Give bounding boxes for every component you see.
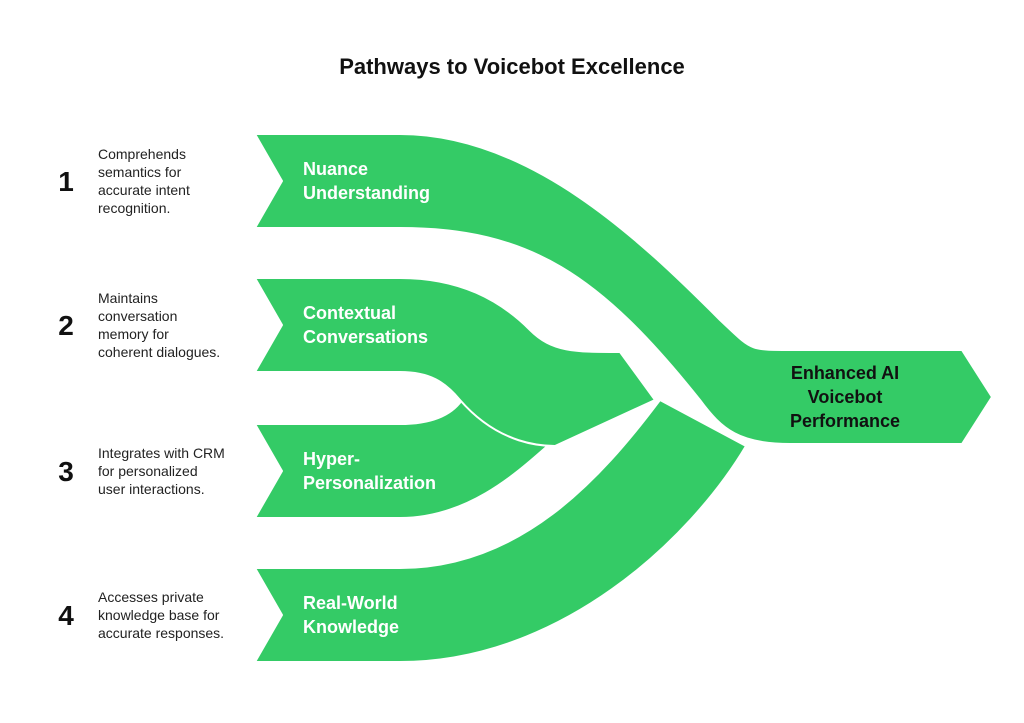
band-label-line: Understanding bbox=[303, 183, 430, 203]
band-contextual-conversations bbox=[254, 277, 656, 447]
pathway-description-line: for personalized bbox=[98, 463, 198, 479]
band-label-line: Contextual bbox=[303, 303, 396, 323]
output-label-line: Enhanced AI bbox=[791, 363, 899, 383]
pathway-description-line: accurate responses. bbox=[98, 625, 224, 641]
band-hyper-personalization bbox=[254, 399, 553, 519]
band-label-line: Nuance bbox=[303, 159, 368, 179]
pathway-description-line: memory for bbox=[98, 326, 169, 342]
pathway-description-line: user interactions. bbox=[98, 481, 205, 497]
pathway-number: 2 bbox=[58, 310, 74, 341]
pathway-description-line: Accesses private bbox=[98, 589, 204, 605]
pathway-description-line: conversation bbox=[98, 308, 177, 324]
pathway-description-line: Comprehends bbox=[98, 146, 186, 162]
pathway-description-line: coherent dialogues. bbox=[98, 344, 220, 360]
output-label-line: Voicebot bbox=[808, 387, 883, 407]
band-label-line: Knowledge bbox=[303, 617, 399, 637]
pathway-description-line: recognition. bbox=[98, 200, 170, 216]
pathway-description-line: Maintains bbox=[98, 290, 158, 306]
pathway-description-line: accurate intent bbox=[98, 182, 190, 198]
band-nuance-understanding bbox=[254, 133, 993, 445]
band-label-line: Real-World bbox=[303, 593, 398, 613]
pathway-number: 4 bbox=[58, 600, 74, 631]
diagram-title: Pathways to Voicebot Excellence bbox=[339, 54, 685, 79]
pathway-description-line: semantics for bbox=[98, 164, 182, 180]
band-label-line: Personalization bbox=[303, 473, 436, 493]
output-label-line: Performance bbox=[790, 411, 900, 431]
pathway-description-line: Integrates with CRM bbox=[98, 445, 225, 461]
band-label-line: Hyper- bbox=[303, 449, 360, 469]
pathway-description-line: knowledge base for bbox=[98, 607, 220, 623]
pathway-number: 1 bbox=[58, 166, 74, 197]
pathway-number: 3 bbox=[58, 456, 74, 487]
band-real-world-knowledge bbox=[254, 399, 747, 663]
band-label-line: Conversations bbox=[303, 327, 428, 347]
